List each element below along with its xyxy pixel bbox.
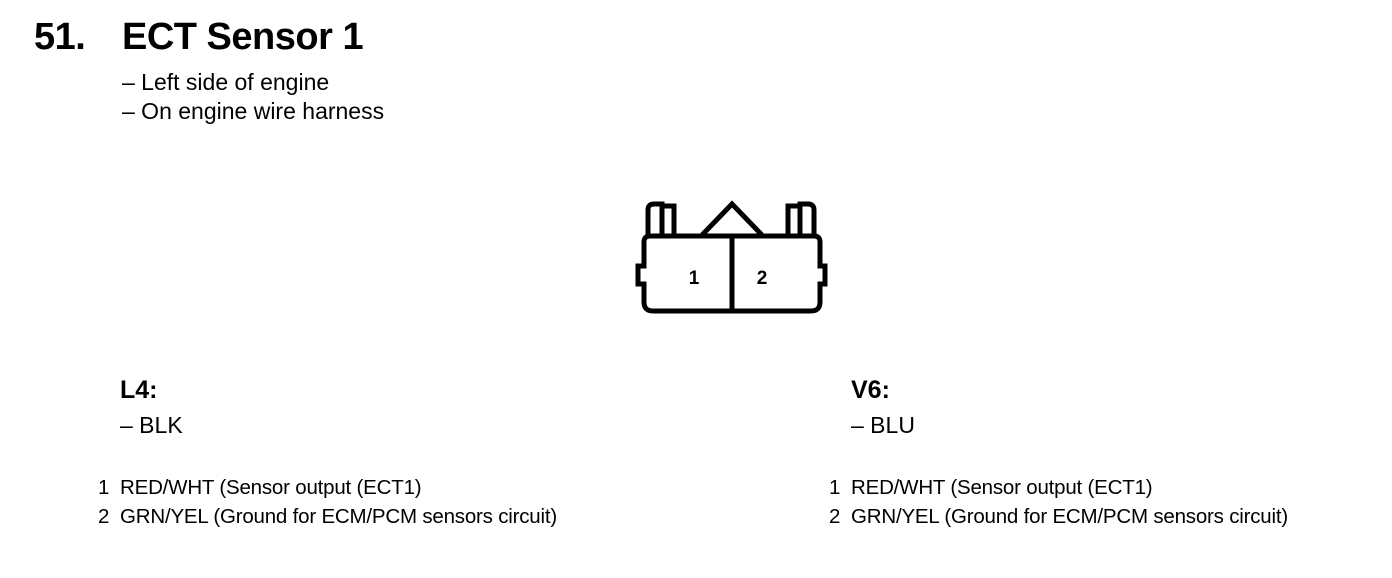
lock-tab xyxy=(700,200,764,237)
pin-description: RED/WHT (Sensor output (ECT1) xyxy=(120,476,422,499)
pin-number: 1 xyxy=(829,476,841,499)
pin-number: 2 xyxy=(829,505,841,528)
pin-description: GRN/YEL (Ground for ECM/PCM sensors circ… xyxy=(120,505,557,528)
pin-row: 1 RED/WHT (Sensor output (ECT1) xyxy=(829,476,1153,500)
pin-number: 1 xyxy=(98,476,110,499)
wire-color: – BLK xyxy=(120,412,183,438)
terminal-label: 2 xyxy=(757,268,768,289)
page-title: ECT Sensor 1 xyxy=(122,16,364,58)
pin-description: RED/WHT (Sensor output (ECT1) xyxy=(851,476,1153,499)
connector-diagram: 1 2 xyxy=(635,200,828,314)
item-number: 51. xyxy=(34,16,86,58)
variant-name: L4: xyxy=(120,376,158,404)
wire-color: – BLU xyxy=(851,412,915,438)
right-clip xyxy=(797,201,817,237)
pin-number: 2 xyxy=(98,505,110,528)
pin-row: 2 GRN/YEL (Ground for ECM/PCM sensors cir… xyxy=(829,505,1288,529)
left-clip xyxy=(645,201,665,237)
variant-name: V6: xyxy=(851,376,890,404)
pin-row: 2 GRN/YEL (Ground for ECM/PCM sensors cir… xyxy=(98,505,557,529)
connector-body xyxy=(635,233,828,314)
location-line: – On engine wire harness xyxy=(122,98,385,124)
pin-row: 1 RED/WHT (Sensor output (ECT1) xyxy=(98,476,422,500)
terminal-label: 1 xyxy=(689,268,700,289)
pin-description: GRN/YEL (Ground for ECM/PCM sensors circ… xyxy=(851,505,1288,528)
location-line: – Left side of engine xyxy=(122,69,330,95)
